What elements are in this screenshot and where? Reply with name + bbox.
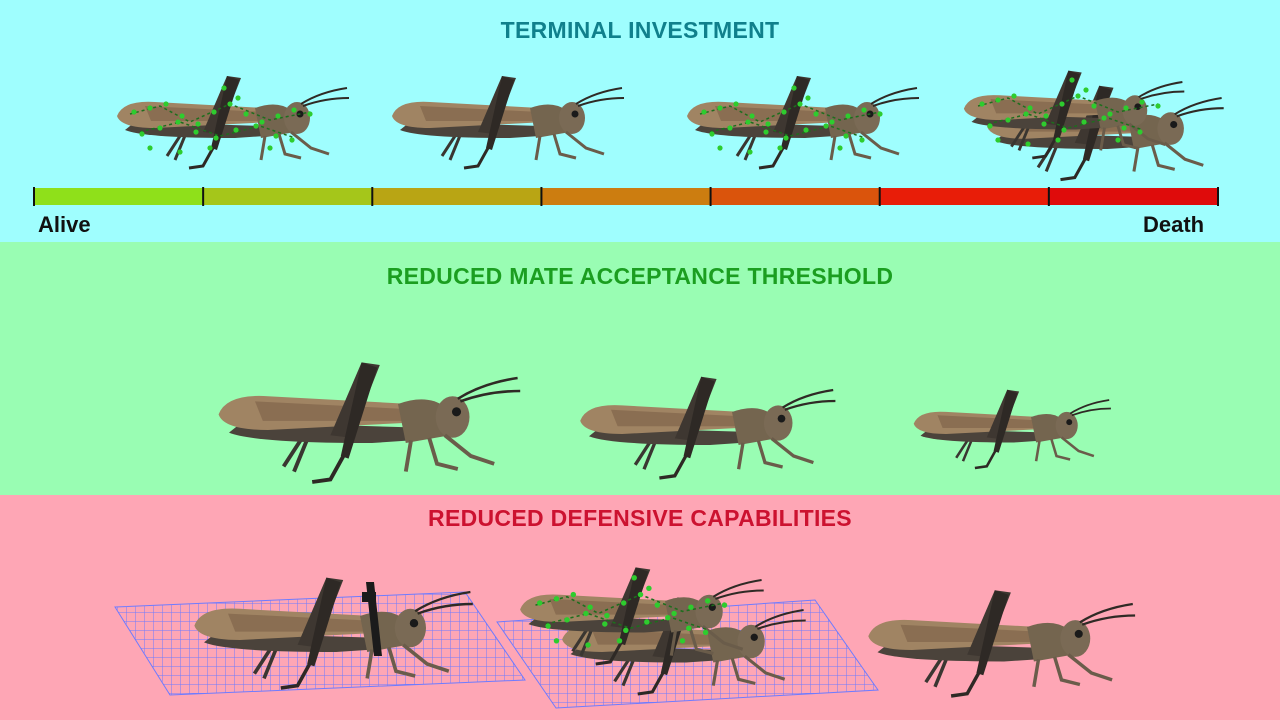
timeline-tick <box>202 187 205 206</box>
defensive-capabilities-title: REDUCED DEFENSIVE CAPABILITIES <box>428 505 852 531</box>
mate-acceptance-panel <box>0 242 1280 495</box>
survival-timeline <box>33 187 1219 206</box>
grasshopper-medium <box>578 375 838 480</box>
timeline-tick <box>371 187 374 206</box>
timeline-tick <box>540 187 543 206</box>
timeline-start-label: Alive <box>38 212 91 237</box>
timeline-end-label: Death <box>1143 212 1205 237</box>
timeline-segment <box>34 188 204 205</box>
timeline-tick <box>33 187 35 206</box>
timeline-segment <box>541 188 711 205</box>
mate-acceptance-title: REDUCED MATE ACCEPTANCE THRESHOLD <box>386 263 894 289</box>
timeline-segment <box>372 188 542 205</box>
grasshopper-small <box>912 388 1113 470</box>
grasshopper-free <box>866 588 1137 698</box>
timeline-tick <box>1217 187 1219 206</box>
timeline-tick <box>878 187 881 206</box>
timeline-segment <box>710 188 880 205</box>
timeline-tick <box>709 187 712 206</box>
timeline-segment <box>1048 188 1218 205</box>
timeline-tick <box>1047 187 1050 206</box>
grasshopper-pair-mating <box>962 69 1226 182</box>
timeline-segment <box>203 188 373 205</box>
grasshopper-infected-1 <box>115 74 351 170</box>
terminal-investment-title: TERMINAL INVESTMENT <box>500 17 780 43</box>
grasshopper-healthy-1 <box>390 74 626 170</box>
grasshopper-infected-2 <box>685 74 921 170</box>
forceps-icon <box>362 582 382 656</box>
timeline-segment <box>879 188 1049 205</box>
grasshopper-large <box>216 360 523 484</box>
